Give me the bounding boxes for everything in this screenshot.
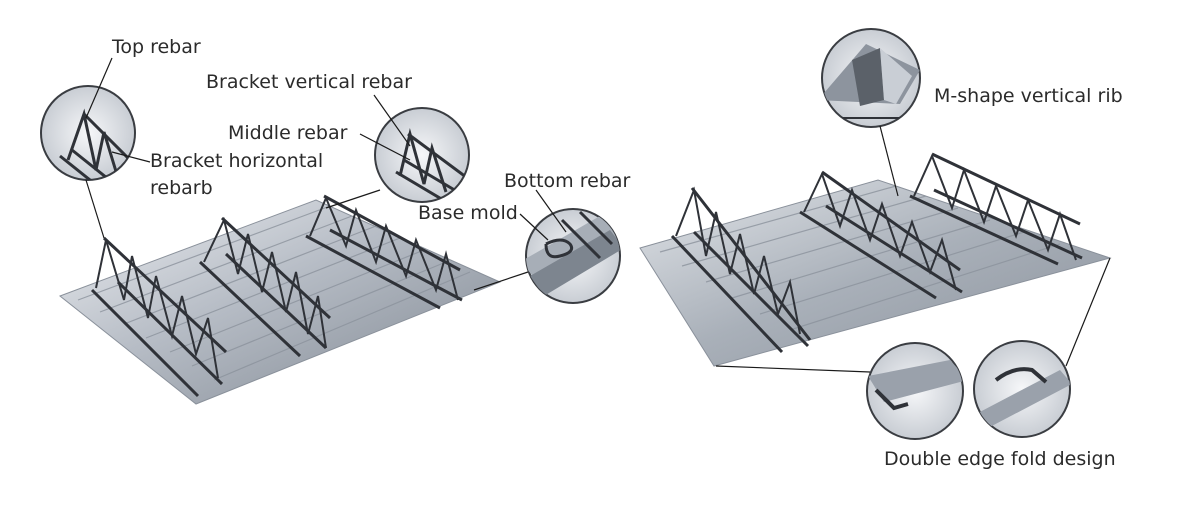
label-bottom-rebar: Bottom rebar [504,170,631,192]
label-top-rebar: Top rebar [112,36,201,58]
left-deck-panel [40,57,621,405]
label-bracket-vertical-rebar: Bracket vertical rebar [206,71,412,93]
label-bracket-horizontal-rebar-line1: Bracket horizontal [150,150,324,172]
lens-double-edge-fold-1 [866,342,964,440]
label-base-mold: Base mold [418,202,518,224]
label-middle-rebar: Middle rebar [228,122,348,144]
label-double-edge-fold-design: Double edge fold design [884,448,1116,470]
lens-top-rebar [40,85,136,181]
lens-double-edge-fold-2 [973,340,1071,438]
left-truss-3 [305,194,463,310]
lens-bottom-rebar [525,208,621,304]
left-truss-2 [198,216,332,358]
right-deck-panel [639,28,1112,440]
left-base-plate [58,199,502,405]
right-truss-3 [909,152,1083,266]
lens-m-shape-rib [821,28,921,128]
right-truss-1 [670,186,812,354]
label-bracket-horizontal-rebar-line2: rebarb [150,177,213,199]
right-truss-2 [799,170,963,300]
lens-middle-rebar [374,107,470,203]
label-m-shape-vertical-rib: M-shape vertical rib [934,85,1123,107]
left-truss-1 [90,236,228,398]
right-leader-lines [715,125,1111,373]
left-leader-lines [85,57,567,291]
